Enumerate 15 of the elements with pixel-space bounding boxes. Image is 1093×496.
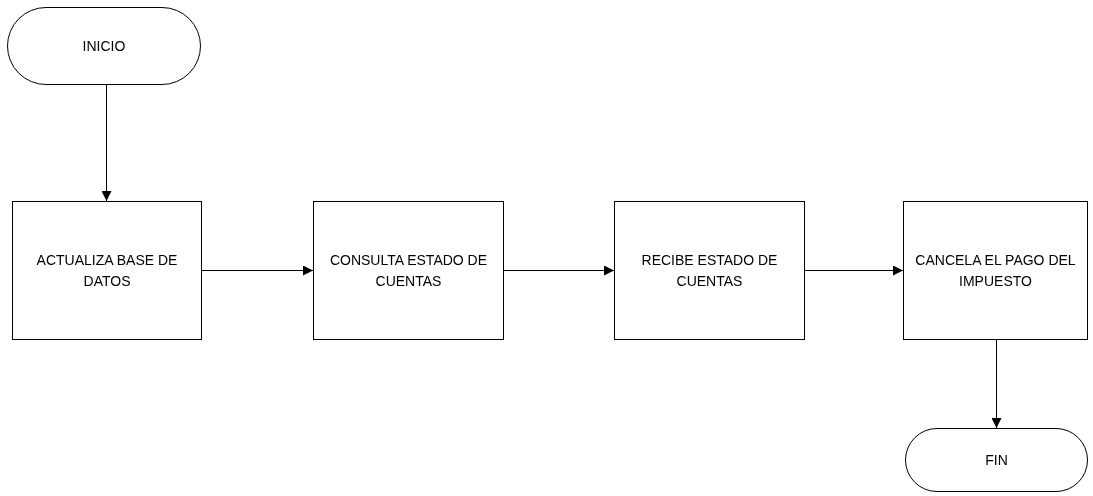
node-label: CANCELA EL PAGO DEL IMPUESTO [914,250,1077,291]
node-label: INICIO [81,36,127,56]
process-box [313,201,504,340]
process-box [903,201,1088,340]
arrow [991,339,1002,429]
node-label: CONSULTA ESTADO DE CUENTAS [328,250,489,291]
arrow [101,84,112,202]
process-box [614,201,805,340]
arrow [201,265,314,276]
node-label: RECIBE ESTADO DE CUENTAS [640,250,779,291]
node-label: FIN [984,450,1009,470]
arrow [503,265,615,276]
process-box [12,201,202,340]
node-label: ACTUALIZA BASE DE DATOS [35,250,179,291]
arrow [804,265,904,276]
